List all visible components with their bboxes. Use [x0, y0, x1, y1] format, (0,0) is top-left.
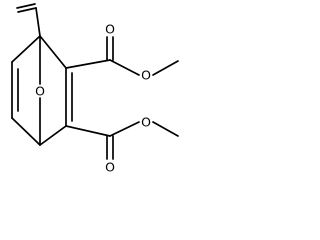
chemical-structure-diagram: O O O O O [11, 3, 179, 175]
ester2-attach-bond [65, 125, 111, 137]
c3-to-c4-bond [11, 117, 41, 146]
bridge-oxygen-label: O [35, 84, 45, 99]
ester1-attach-bond [65, 59, 111, 69]
vinyl-terminal-double-bond-b [17, 7, 37, 13]
ester2-methyl-bond [152, 121, 179, 137]
c4-to-c5-bond [39, 125, 67, 146]
c6-to-c1-bond [39, 35, 67, 69]
ester2-to-ether-o-bond [109, 121, 140, 137]
vinyl-terminal-double-bond-a [16, 3, 36, 9]
ester1-to-ether-o-bond [109, 59, 140, 76]
ester1-ether-oxygen-label: O [141, 68, 151, 83]
ester1-carbonyl-oxygen-label: O [105, 22, 115, 37]
ester2-ether-oxygen-label: O [141, 115, 151, 130]
c1-to-c2-bond [11, 35, 41, 63]
ester2-carbonyl-oxygen-label: O [105, 160, 115, 175]
ester1-methyl-bond [152, 60, 179, 76]
vinyl-to-bridgehead-bond [35, 7, 41, 37]
